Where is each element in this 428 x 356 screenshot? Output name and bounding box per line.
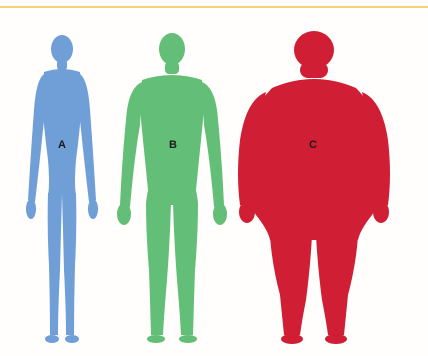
figure-a <box>26 35 98 343</box>
figure-b-label: B <box>169 139 177 151</box>
figure-c-label: C <box>309 139 317 151</box>
figure-c <box>238 31 390 344</box>
figure-b <box>117 33 227 343</box>
figure-a-label: A <box>58 139 66 151</box>
